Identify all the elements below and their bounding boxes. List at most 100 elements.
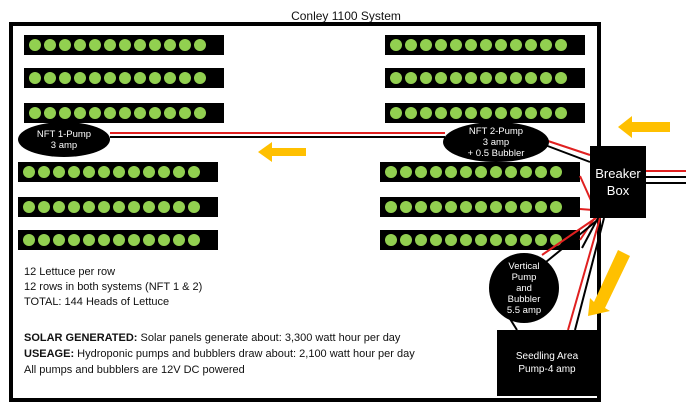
lettuce-row — [380, 197, 580, 217]
lettuce-plant — [53, 201, 65, 213]
flow-arrow-icon — [588, 250, 630, 316]
solar-text: Solar panels generate about: 3,300 watt … — [137, 332, 401, 344]
lettuce-plant — [475, 166, 487, 178]
lettuce-plant — [113, 166, 125, 178]
lettuce-plant — [89, 107, 101, 119]
lettuce-plant — [83, 201, 95, 213]
lettuce-plant — [520, 201, 532, 213]
lettuce-plant — [405, 107, 417, 119]
lettuce-plant — [385, 201, 397, 213]
lettuce-plant — [104, 107, 116, 119]
lettuce-plant — [74, 72, 86, 84]
lettuce-row — [385, 103, 585, 123]
nft2-bubbler: + 0.5 Bubbler — [467, 147, 525, 159]
wire-red — [541, 217, 597, 256]
lettuce-plant — [445, 201, 457, 213]
lettuce-plant — [179, 72, 191, 84]
lettuce-plant — [550, 201, 562, 213]
lettuce-plant — [188, 201, 200, 213]
lettuce-plant — [510, 72, 522, 84]
lettuce-plant — [525, 107, 537, 119]
lettuce-plant — [460, 234, 472, 246]
diagram-title: Conley 1100 System — [291, 9, 401, 23]
lettuce-plant — [134, 39, 146, 51]
lettuce-plant — [59, 72, 71, 84]
lettuce-plant — [490, 201, 502, 213]
lettuce-plant — [98, 166, 110, 178]
lettuce-row — [24, 68, 224, 88]
wire-black — [545, 217, 601, 263]
lettuce-plant — [400, 234, 412, 246]
lettuce-plant — [104, 72, 116, 84]
lettuce-plant — [164, 39, 176, 51]
lettuce-row — [380, 230, 580, 250]
lettuce-plant — [143, 234, 155, 246]
lettuce-plant — [535, 234, 547, 246]
lettuce-plant — [430, 234, 442, 246]
flow-arrow-icon — [258, 142, 306, 162]
lettuce-plant — [495, 107, 507, 119]
lettuce-plant — [128, 234, 140, 246]
lettuce-plant — [188, 166, 200, 178]
lettuce-plant — [113, 234, 125, 246]
lettuce-plant — [173, 166, 185, 178]
nft2-pump: NFT 2-Pump 3 amp + 0.5 Bubbler — [443, 122, 549, 162]
lettuce-plant — [149, 39, 161, 51]
lettuce-plant — [465, 72, 477, 84]
breaker-box: Breaker Box — [590, 146, 646, 218]
lettuce-plant — [83, 234, 95, 246]
lettuce-plant — [555, 39, 567, 51]
lettuce-plant — [415, 166, 427, 178]
lettuce-plant — [53, 166, 65, 178]
lettuce-plant — [450, 107, 462, 119]
lettuce-plant — [475, 201, 487, 213]
lettuce-plant — [104, 39, 116, 51]
nft1-pump: NFT 1-Pump 3 amp — [18, 122, 110, 157]
lettuce-plant — [119, 107, 131, 119]
solar-label: SOLAR GENERATED: — [24, 332, 138, 344]
breaker-box-label: Breaker — [595, 166, 641, 181]
power-note: All pumps and bubblers are 12V DC powere… — [24, 364, 245, 376]
lettuce-plant — [74, 39, 86, 51]
lettuce-per-row-note: 12 Lettuce per row — [24, 266, 116, 278]
lettuce-plant — [38, 166, 50, 178]
nft2-pump-name: NFT 2-Pump — [468, 125, 524, 137]
lettuce-plant — [445, 234, 457, 246]
lettuce-plant — [89, 72, 101, 84]
seedling-area-amps: Pump-4 amp — [518, 364, 576, 375]
lettuce-row — [24, 103, 224, 123]
lettuce-plant — [38, 234, 50, 246]
lettuce-plant — [149, 107, 161, 119]
lettuce-plant — [173, 201, 185, 213]
lettuce-plant — [128, 166, 140, 178]
lettuce-plant — [179, 107, 191, 119]
lettuce-plant — [445, 166, 457, 178]
lettuce-plant — [540, 72, 552, 84]
lettuce-plant — [385, 166, 397, 178]
lettuce-plant — [158, 234, 170, 246]
vertical-pump-amps: 5.5 amp — [506, 304, 542, 316]
lettuce-plant — [405, 72, 417, 84]
lettuce-plant — [59, 39, 71, 51]
lettuce-plant — [143, 201, 155, 213]
lettuce-plant — [390, 39, 402, 51]
lettuce-plant — [505, 201, 517, 213]
lettuce-plant — [525, 39, 537, 51]
lettuce-plant — [490, 166, 502, 178]
lettuce-plant — [510, 107, 522, 119]
lettuce-plant — [143, 166, 155, 178]
lettuce-plant — [405, 39, 417, 51]
lettuce-row — [385, 68, 585, 88]
lettuce-plant — [44, 72, 56, 84]
lettuce-plant — [158, 201, 170, 213]
vertical-pump-line: Pump — [511, 271, 537, 283]
lettuce-plant — [480, 72, 492, 84]
lettuce-plant — [420, 107, 432, 119]
lettuce-plant — [435, 39, 447, 51]
lettuce-plant — [188, 234, 200, 246]
lettuce-plant — [23, 234, 35, 246]
lettuce-plant — [74, 107, 86, 119]
lettuce-plant — [420, 72, 432, 84]
lettuce-plant — [420, 39, 432, 51]
lettuce-plant — [535, 166, 547, 178]
